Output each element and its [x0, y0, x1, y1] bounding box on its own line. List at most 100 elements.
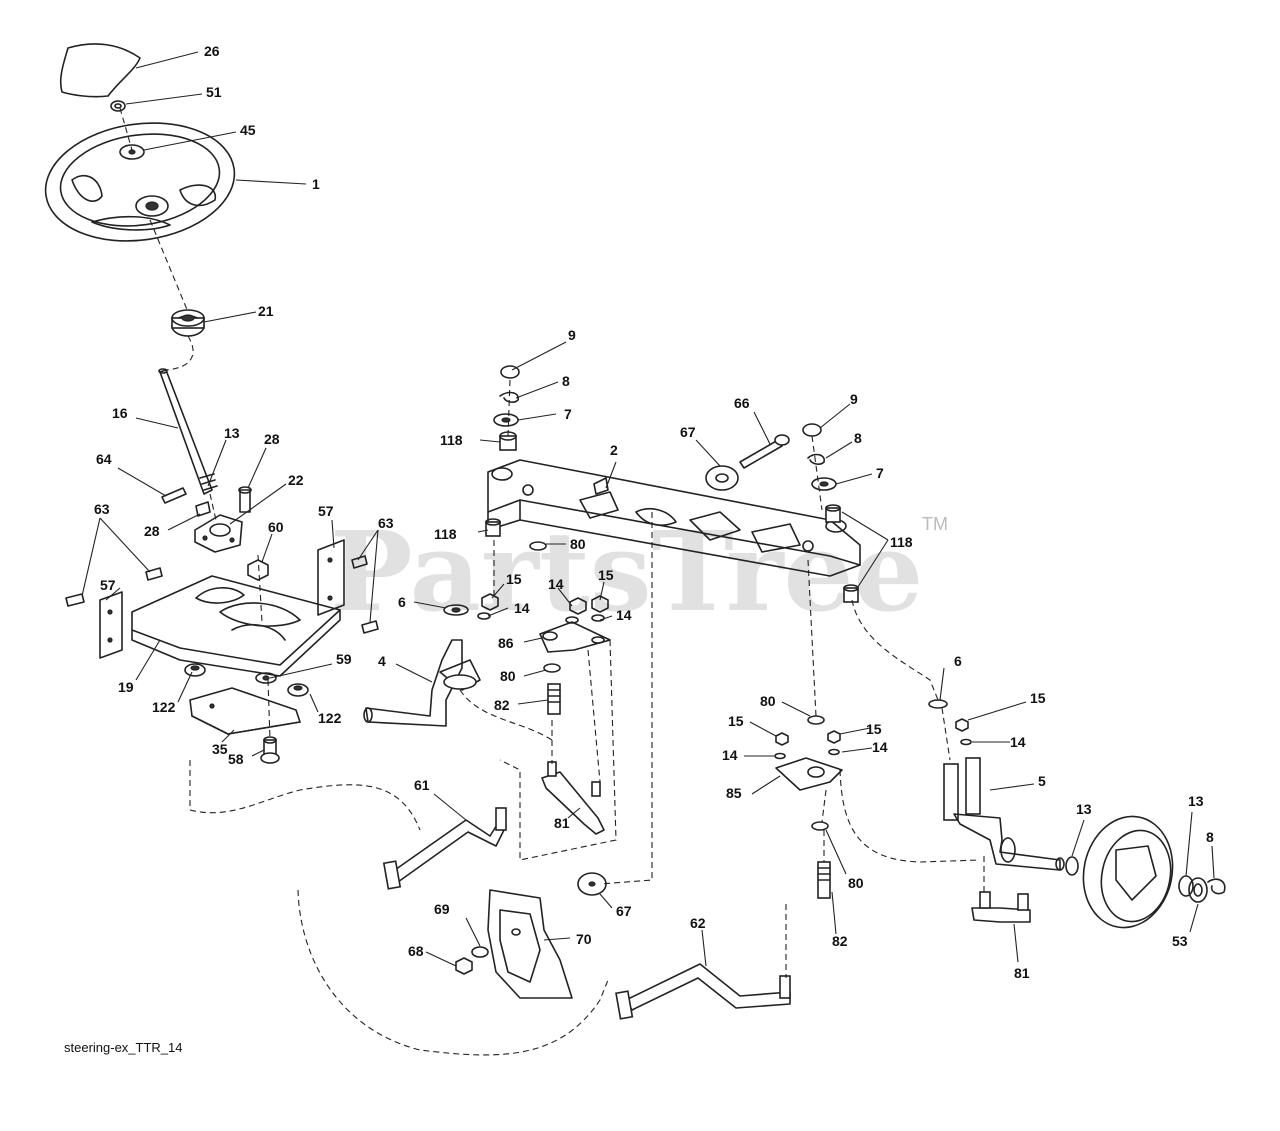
part-6-washer-left[interactable] — [443, 604, 469, 616]
callout-15b: 15 — [598, 567, 614, 583]
part-7-washer-right[interactable] — [811, 477, 837, 491]
part-122-bushing-right[interactable] — [287, 683, 309, 697]
callout-28b: 28 — [144, 523, 160, 539]
part-15-14-hardware-left[interactable] — [477, 593, 609, 624]
part-59-washer[interactable] — [255, 672, 277, 684]
part-26-cover[interactable] — [59, 43, 141, 98]
part-8-clip-wheel[interactable] — [1207, 878, 1226, 895]
part-16-steering-shaft[interactable] — [158, 368, 218, 495]
callout-26: 26 — [204, 43, 220, 59]
part-81-tie-rod-end-right[interactable] — [971, 891, 1031, 923]
part-118-bushing-lower[interactable] — [485, 518, 501, 537]
callout-35: 35 — [212, 741, 228, 757]
part-7-washer-left[interactable] — [493, 413, 519, 427]
callout-66: 66 — [734, 395, 750, 411]
part-68-nut[interactable] — [455, 957, 473, 975]
callout-62: 62 — [690, 915, 706, 931]
callout-57a: 57 — [318, 503, 334, 519]
part-1-steering-wheel[interactable] — [38, 111, 242, 252]
callout-86: 86 — [498, 635, 514, 651]
callout-13b: 13 — [1076, 801, 1092, 817]
callout-51: 51 — [206, 84, 222, 100]
callout-22: 22 — [288, 472, 304, 488]
part-85-steering-arm[interactable] — [775, 757, 843, 791]
part-28-bolt-right[interactable] — [238, 486, 252, 513]
callout-15c: 15 — [728, 713, 744, 729]
callout-7b: 7 — [876, 465, 884, 481]
part-80-washer-d[interactable] — [811, 821, 829, 831]
part-57-plate-right[interactable] — [317, 539, 345, 616]
part-69-washer[interactable] — [471, 946, 489, 958]
callout-80b: 80 — [500, 668, 516, 684]
callout-14a: 14 — [514, 600, 530, 616]
part-58-bushing[interactable] — [260, 736, 280, 764]
part-22-bracket[interactable] — [194, 514, 243, 553]
callout-19: 19 — [118, 679, 134, 695]
callout-122a: 122 — [152, 699, 176, 715]
callout-58: 58 — [228, 751, 244, 767]
part-60-nut[interactable] — [247, 559, 269, 581]
part-8-clip-left[interactable] — [499, 391, 519, 403]
part-28-bolt-left[interactable] — [195, 501, 211, 517]
part-70-plate[interactable] — [487, 889, 573, 999]
part-81-tie-rod-end-left[interactable] — [541, 761, 605, 835]
part-19-mounting-plate[interactable] — [131, 575, 341, 677]
callout-67b: 67 — [616, 903, 632, 919]
callout-14c: 14 — [616, 607, 632, 623]
part-118-bushing-top[interactable] — [499, 431, 517, 451]
part-67-spacer-bottom[interactable] — [577, 872, 607, 896]
part-5-spindle-right[interactable] — [943, 757, 1065, 871]
callout-70: 70 — [576, 931, 592, 947]
callout-15d: 15 — [866, 721, 882, 737]
part-6-washer-right[interactable] — [928, 699, 948, 709]
part-80-washer-b[interactable] — [543, 663, 561, 673]
callout-1: 1 — [312, 176, 320, 192]
callout-68: 68 — [408, 943, 424, 959]
part-118-bushing-right-bottom[interactable] — [843, 584, 859, 603]
part-118-bushing-right-top[interactable] — [825, 504, 841, 523]
part-8-clip-right[interactable] — [807, 453, 825, 465]
callout-15e: 15 — [1030, 690, 1046, 706]
part-9-cap-right[interactable] — [802, 423, 822, 437]
part-80-washer-c[interactable] — [807, 715, 825, 725]
part-51-nut[interactable] — [110, 100, 126, 112]
part-86-steering-arm[interactable] — [539, 621, 611, 653]
callout-57b: 57 — [100, 577, 116, 593]
part-66-bolt[interactable] — [739, 434, 790, 469]
part-15-14-hardware-right[interactable] — [774, 718, 972, 760]
part-13-washer-b[interactable] — [1178, 875, 1194, 897]
callout-leaders — [81, 51, 1215, 967]
callout-7a: 7 — [564, 406, 572, 422]
front-wheel[interactable] — [1073, 808, 1182, 936]
callout-21: 21 — [258, 303, 274, 319]
part-45-washer[interactable] — [119, 144, 145, 160]
part-21-bushing[interactable] — [171, 309, 205, 337]
callout-80a: 80 — [570, 536, 586, 552]
part-122-bushing-left[interactable] — [184, 663, 206, 677]
part-35-sector-gear[interactable] — [189, 687, 301, 735]
part-62-drag-link[interactable] — [615, 963, 791, 1020]
part-82-bolt-right[interactable] — [817, 861, 831, 899]
callout-14b: 14 — [548, 576, 564, 592]
callout-28a: 28 — [264, 431, 280, 447]
part-82-bolt-left[interactable] — [547, 683, 561, 715]
callout-64: 64 — [96, 451, 112, 467]
callout-63b: 63 — [94, 501, 110, 517]
part-80-washer-a[interactable] — [529, 541, 547, 551]
callout-6b: 6 — [954, 653, 962, 669]
part-57-plate-left[interactable] — [99, 591, 123, 659]
part-4-spindle-left[interactable] — [363, 639, 481, 727]
callout-82b: 82 — [832, 933, 848, 949]
part-53-washer[interactable] — [1188, 877, 1208, 903]
part-63-bolts[interactable] — [65, 555, 379, 634]
callout-81b: 81 — [1014, 965, 1030, 981]
part-64-bolt[interactable] — [161, 487, 187, 504]
callout-16: 16 — [112, 405, 128, 421]
callout-85: 85 — [726, 785, 742, 801]
part-67-spacer-top[interactable] — [705, 465, 739, 491]
part-13-washer-a[interactable] — [1065, 856, 1079, 876]
part-61-drag-link[interactable] — [382, 807, 507, 890]
callout-59: 59 — [336, 651, 352, 667]
callout-13c: 13 — [1188, 793, 1204, 809]
